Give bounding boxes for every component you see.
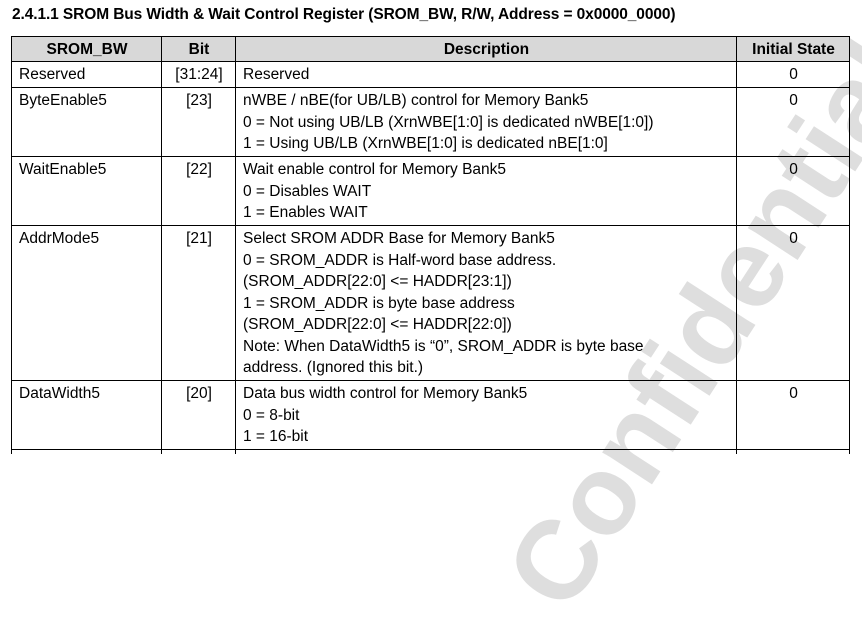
description-line: 0 = 8-bit xyxy=(243,407,300,424)
description-cell: Reserved xyxy=(235,61,737,88)
description-line: (SROM_ADDR[22:0] <= HADDR[23:1]) xyxy=(243,273,512,290)
initial-state: 0 xyxy=(736,87,850,157)
table-header-row: SROM_BW Bit Description Initial State xyxy=(11,36,850,62)
initial-state: 0 xyxy=(736,156,850,226)
description-cell: nWBE / nBE(for UB/LB) control for Memory… xyxy=(235,87,737,157)
register-table: SROM_BW Bit Description Initial State Re… xyxy=(11,36,850,454)
bit-range: [22] xyxy=(161,156,236,226)
description-cell: Select SROM ADDR Base for Memory Bank5 0… xyxy=(235,225,737,381)
header-bit: Bit xyxy=(161,36,236,62)
table-row-continuation xyxy=(11,449,850,454)
description-line: Data bus width control for Memory Bank5 xyxy=(243,385,528,402)
field-name: WaitEnable5 xyxy=(11,156,162,226)
description-line: 1 = Using UB/LB (XrnWBE[1:0] is dedicate… xyxy=(243,135,608,152)
section-title: 2.4.1.1 SROM Bus Width & Wait Control Re… xyxy=(12,6,676,23)
description-cell: Data bus width control for Memory Bank5 … xyxy=(235,380,737,450)
bit-range: [21] xyxy=(161,225,236,381)
description-line: 0 = SROM_ADDR is Half-word base address. xyxy=(243,252,557,269)
description-line: 1 = Enables WAIT xyxy=(243,204,368,221)
description-line: Wait enable control for Memory Bank5 xyxy=(243,161,507,178)
bit-range: [20] xyxy=(161,380,236,450)
continuation-cell xyxy=(736,449,850,454)
initial-state: 0 xyxy=(736,61,850,88)
continuation-cell xyxy=(235,449,737,454)
initial-state: 0 xyxy=(736,225,850,381)
bit-range: [23] xyxy=(161,87,236,157)
description-line: 0 = Not using UB/LB (XrnWBE[1:0] is dedi… xyxy=(243,114,654,131)
description-line: Note: When DataWidth5 is “0”, SROM_ADDR … xyxy=(243,338,644,355)
bit-range: [31:24] xyxy=(161,61,236,88)
table-row: DataWidth5 [20] Data bus width control f… xyxy=(11,380,850,450)
field-name: DataWidth5 xyxy=(11,380,162,450)
field-name: ByteEnable5 xyxy=(11,87,162,157)
description-line: nWBE / nBE(for UB/LB) control for Memory… xyxy=(243,92,589,109)
description-cell: Wait enable control for Memory Bank5 0 =… xyxy=(235,156,737,226)
field-name: Reserved xyxy=(11,61,162,88)
table-row: WaitEnable5 [22] Wait enable control for… xyxy=(11,156,850,226)
table-row: AddrMode5 [21] Select SROM ADDR Base for… xyxy=(11,225,850,381)
initial-state: 0 xyxy=(736,380,850,450)
table-row: ByteEnable5 [23] nWBE / nBE(for UB/LB) c… xyxy=(11,87,850,157)
description-line: (SROM_ADDR[22:0] <= HADDR[22:0]) xyxy=(243,316,512,333)
field-name: AddrMode5 xyxy=(11,225,162,381)
description-line: Reserved xyxy=(243,66,310,83)
table-row: Reserved [31:24] Reserved 0 xyxy=(11,61,850,88)
header-initial-state: Initial State xyxy=(736,36,850,62)
header-description: Description xyxy=(235,36,737,62)
description-line: address. (Ignored this bit.) xyxy=(243,359,424,376)
continuation-cell xyxy=(11,449,162,454)
description-line: 1 = 16-bit xyxy=(243,428,309,445)
description-line: 1 = SROM_ADDR is byte base address xyxy=(243,295,515,312)
header-field: SROM_BW xyxy=(11,36,162,62)
description-line: Select SROM ADDR Base for Memory Bank5 xyxy=(243,230,555,247)
description-line: 0 = Disables WAIT xyxy=(243,183,372,200)
continuation-cell xyxy=(161,449,236,454)
